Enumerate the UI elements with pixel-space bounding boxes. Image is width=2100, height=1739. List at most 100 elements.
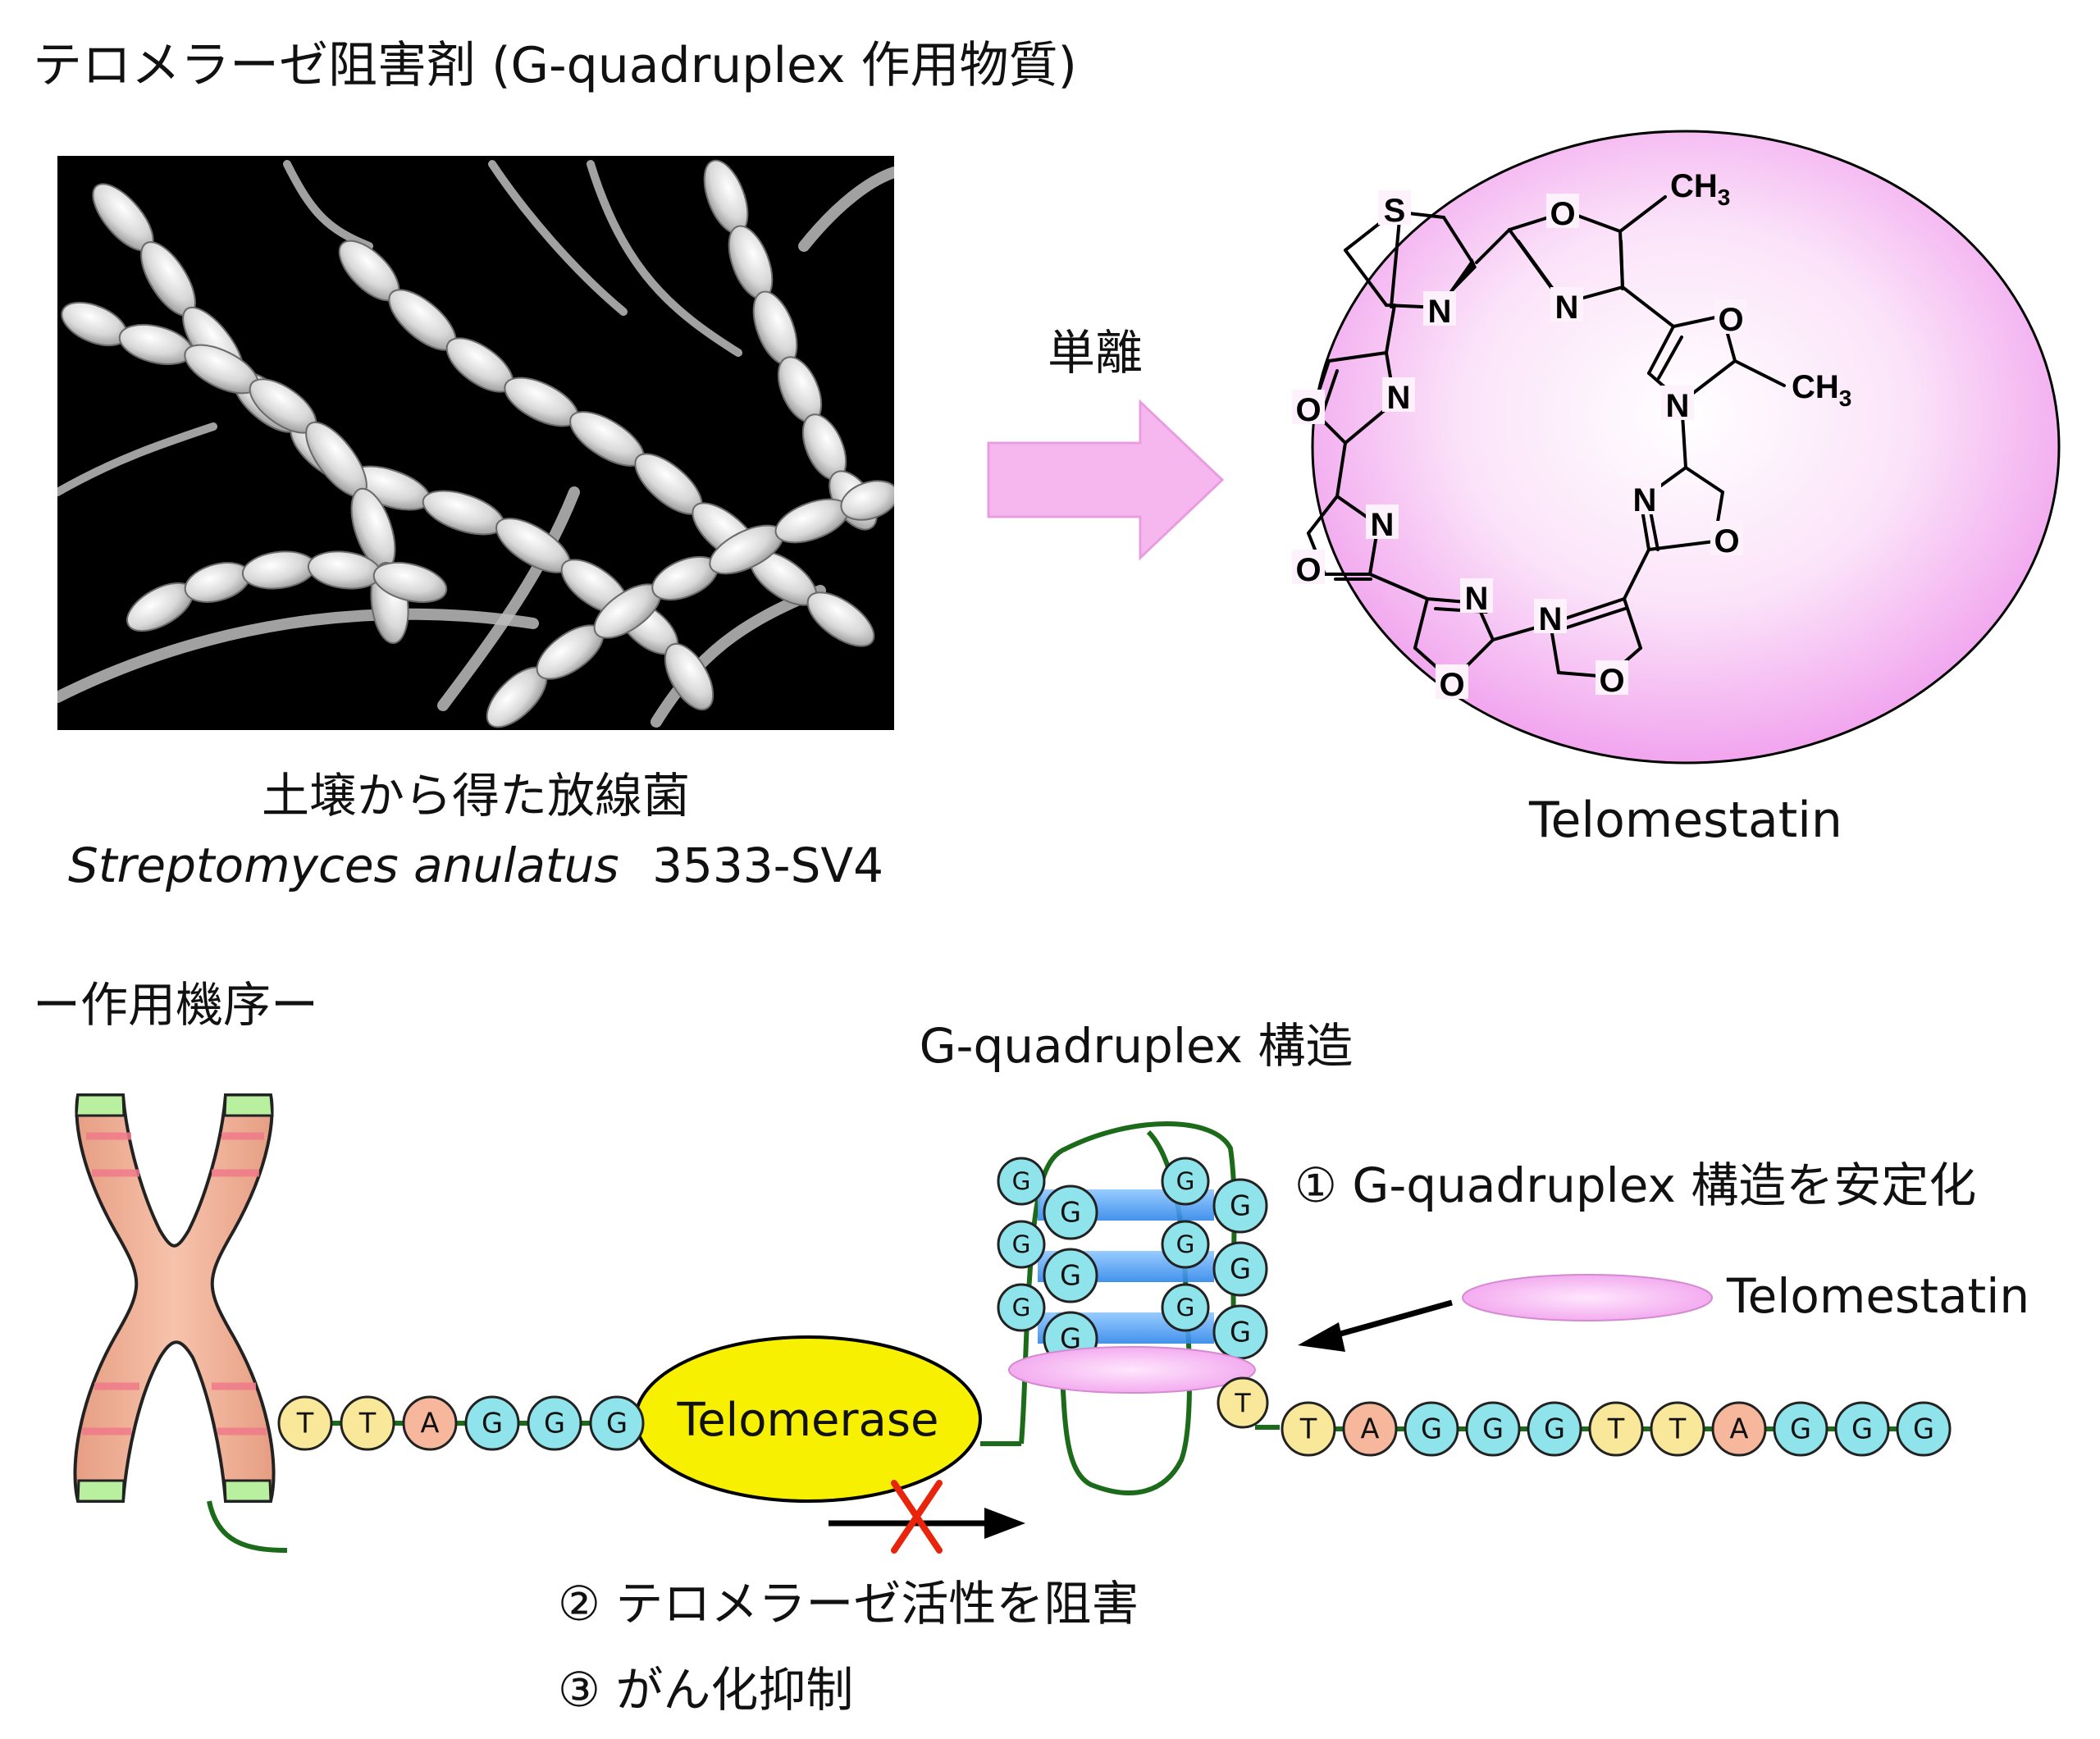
chemical-bond: [1733, 359, 1786, 387]
svg-text:G: G: [1060, 1260, 1081, 1292]
atom-label: O: [1599, 663, 1624, 699]
svg-text:G: G: [606, 1408, 628, 1440]
strain-id: 3533-SV4: [652, 838, 883, 893]
double-bond: [1619, 240, 1624, 290]
atom-label-bg: [1378, 190, 1411, 225]
hypha-filament: [283, 160, 373, 250]
svg-text:T: T: [296, 1408, 314, 1440]
quad-base-back: G: [997, 1220, 1046, 1269]
atom-label-bg: [1436, 664, 1468, 699]
atom-label-bg: [1366, 504, 1399, 539]
chemical-bond: [1623, 548, 1650, 600]
nucleotide-T: T: [340, 1395, 395, 1451]
atom-label: N: [1633, 482, 1657, 518]
atom-label-bg: [1292, 390, 1325, 424]
quad-base-back: G: [1161, 1220, 1210, 1269]
atom-label-bg: [1550, 287, 1583, 322]
photo-caption-line2: Streptomyces anulatus 3533-SV4: [68, 838, 883, 893]
nucleotide-G: G: [1465, 1401, 1521, 1457]
atom-label: O: [1714, 523, 1739, 559]
atom-label: N: [1387, 380, 1411, 416]
svg-text:A: A: [1730, 1413, 1749, 1445]
step-3-text: ③ がん化抑制: [558, 1662, 853, 1718]
quad-base-front: G: [1043, 1184, 1098, 1240]
chemical-bond: [1684, 466, 1724, 494]
svg-text:G: G: [1230, 1190, 1251, 1222]
quad-base-front: G: [1043, 1248, 1098, 1303]
svg-text:G: G: [1230, 1317, 1251, 1349]
ligand-label: Telomestatin: [1726, 1268, 2029, 1324]
atom-label: O: [1295, 392, 1321, 428]
spore-cell: [664, 643, 714, 710]
svg-text:G: G: [482, 1408, 503, 1440]
photo-caption-line1: 土壌から得た放線菌: [262, 768, 690, 824]
chemical-bond: [1647, 540, 1716, 551]
loop-nucleotide: T: [1217, 1376, 1269, 1429]
free-telomestatin: [1462, 1274, 1713, 1321]
quad-base-back: G: [1161, 1283, 1210, 1332]
chemical-bond: [1475, 228, 1511, 264]
svg-text:T: T: [358, 1408, 377, 1440]
atom-label-bg: [1423, 291, 1456, 326]
svg-text:G: G: [1176, 1230, 1195, 1258]
double-bond: [1390, 218, 1401, 308]
quad-base-back: G: [1161, 1157, 1210, 1206]
atom-label-bg: [1628, 480, 1661, 514]
svg-text:T: T: [1234, 1389, 1251, 1418]
quad-base-front: G: [1212, 1304, 1268, 1360]
nucleotide-G: G: [1773, 1401, 1828, 1457]
svg-text:G: G: [1230, 1253, 1251, 1285]
spore-cell: [840, 480, 894, 521]
atom-label-bg: [1710, 521, 1743, 555]
atom-label: S: [1384, 193, 1406, 229]
hypha-filament: [488, 160, 628, 316]
chromosome: [73, 1093, 276, 1503]
svg-text:G: G: [1060, 1197, 1081, 1229]
bound-telomestatin: [1008, 1346, 1256, 1394]
svg-text:G: G: [1913, 1413, 1934, 1445]
page-title: テロメラーゼ阻害剤 (G-quadruplex 作用物質): [33, 37, 1077, 94]
svg-text:G: G: [1012, 1230, 1031, 1258]
atom-label: N: [1465, 581, 1489, 617]
quad-base-front: G: [1212, 1241, 1268, 1297]
nucleotide-A: A: [1711, 1401, 1767, 1457]
atom-label: O: [1550, 196, 1575, 232]
methyl-label: CH3: [1670, 168, 1730, 210]
chemical-bond: [1335, 441, 1347, 498]
svg-text:T: T: [1669, 1413, 1687, 1445]
chemical-bond: [1442, 216, 1474, 264]
quad-base-back: G: [997, 1283, 1046, 1332]
chemical-bond: [1618, 195, 1667, 233]
nucleotide-G: G: [1834, 1401, 1890, 1457]
nucleotide-G: G: [1527, 1401, 1582, 1457]
molecule-name: Telomestatin: [1528, 792, 1842, 849]
nucleotide-G: G: [527, 1395, 582, 1451]
hypha-filament: [57, 608, 539, 703]
atom-label: N: [1539, 601, 1563, 637]
atom-label-bg: [1534, 599, 1567, 633]
atom-label: O: [1295, 552, 1321, 588]
hypha-filament: [587, 160, 742, 357]
quad-base-back: G: [997, 1157, 1046, 1206]
atom-label-bg: [1661, 386, 1694, 420]
svg-text:T: T: [1299, 1413, 1317, 1445]
step-1-text: ① G-quadruplex 構造を安定化: [1294, 1157, 1976, 1213]
nucleotide-G: G: [1896, 1401, 1952, 1457]
svg-text:G: G: [544, 1408, 565, 1440]
species-name: Streptomyces anulatus: [68, 838, 619, 893]
double-bond: [1558, 607, 1627, 632]
gquad-structure-label: G-quadruplex 構造: [920, 1018, 1354, 1074]
mechanism-heading: ー作用機序ー: [33, 977, 318, 1033]
nucleotide-T: T: [277, 1395, 333, 1451]
methyl-label: CH3: [1792, 369, 1851, 411]
spore-cell: [372, 562, 448, 603]
inhibition-x-mark: [891, 1480, 943, 1554]
atom-label: O: [1439, 667, 1464, 703]
spore-cell: [806, 591, 875, 647]
micrograph-photo: [57, 156, 894, 730]
atom-label: O: [1718, 302, 1743, 338]
atom-label: N: [1428, 294, 1452, 330]
